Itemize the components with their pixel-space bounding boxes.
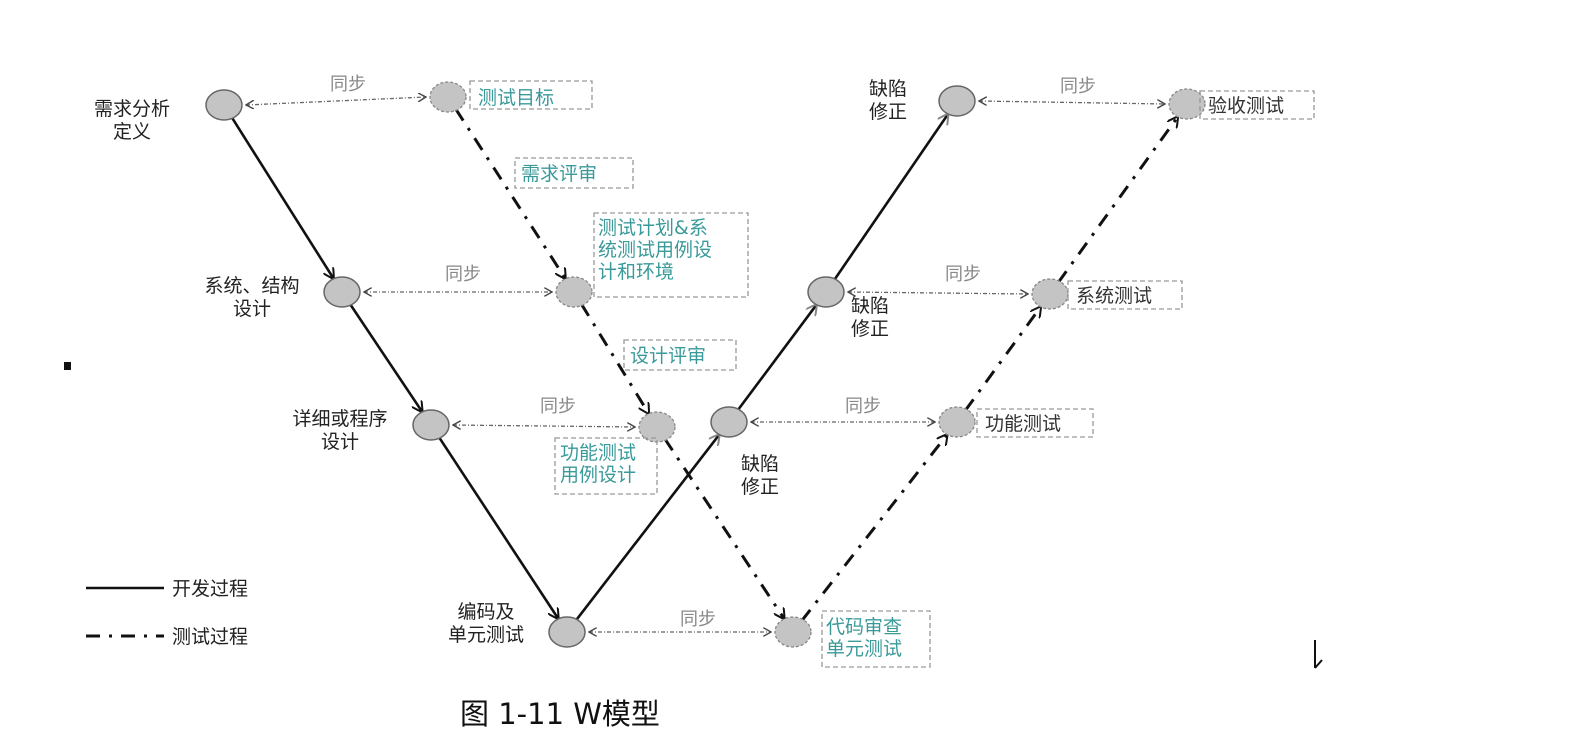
sync-label: 同步 — [540, 396, 576, 417]
dev-process-edge — [574, 435, 720, 622]
sync-label: 同步 — [330, 74, 366, 95]
dev-node-label-line: 编码及 — [457, 601, 514, 623]
dev-process-edge — [437, 435, 559, 619]
dev-node-label: 缺陷修正 — [869, 78, 907, 123]
sync-arrow — [453, 425, 635, 427]
test-node-label: 功能测试 — [985, 413, 1061, 435]
dev-node-label-line: 单元测试 — [448, 624, 524, 646]
return-mark — [1314, 640, 1323, 669]
dev-node-label-line: 缺陷 — [851, 295, 889, 317]
sync-label: 同步 — [1060, 76, 1096, 97]
test-process-edge — [580, 303, 648, 413]
review-label-line: 设计评审 — [630, 345, 706, 367]
review-label: 设计评审 — [630, 345, 706, 367]
legend: 开发过程 测试过程 — [86, 578, 248, 648]
review-label-line: 需求评审 — [521, 163, 597, 185]
figure-caption: 图 1-11 W模型 — [460, 697, 660, 731]
dev-node-label-line: 缺陷 — [869, 78, 907, 100]
label-box — [469, 80, 593, 110]
test-process-edge — [663, 437, 784, 619]
test-node-label-line: 代码审查 — [826, 616, 902, 638]
legend-dev-label: 开发过程 — [172, 578, 248, 600]
test-node-label: 功能测试用例设计 — [560, 442, 636, 486]
sync-arrow — [848, 292, 1028, 294]
review-label: 需求评审 — [521, 163, 597, 185]
legend-test-label: 测试过程 — [172, 626, 248, 648]
dev-node-label-line: 定义 — [113, 121, 151, 143]
test-node-label-line: 测试目标 — [478, 87, 554, 109]
test-node-label-line: 计和环境 — [598, 261, 674, 283]
dev-node — [710, 406, 748, 438]
bullet-mark — [64, 362, 71, 370]
dev-node-label-line: 修正 — [851, 318, 889, 340]
test-node — [429, 81, 467, 113]
test-process-edge — [800, 435, 948, 622]
dev-node — [412, 409, 450, 441]
test-process-edge — [1056, 117, 1177, 284]
dev-node — [938, 85, 976, 117]
test-node — [938, 406, 976, 438]
dev-node-label-line: 设计 — [321, 431, 359, 453]
test-node-label: 测试目标 — [478, 87, 554, 109]
dev-node-label: 系统、结构设计 — [204, 275, 299, 320]
test-node-label-line: 功能测试 — [985, 413, 1061, 435]
dev-process-edge — [832, 114, 948, 282]
dev-node — [548, 616, 586, 648]
sync-label: 同步 — [945, 264, 981, 285]
test-node — [1168, 88, 1206, 120]
label-box — [623, 339, 737, 371]
test-node-label: 系统测试 — [1076, 285, 1152, 307]
test-node-label: 测试计划&系统测试用例设计和环境 — [598, 217, 712, 283]
dev-node-label-line: 系统、结构 — [204, 275, 299, 297]
test-node — [774, 616, 812, 648]
label-box — [1067, 280, 1183, 310]
test-node-label-line: 测试计划&系 — [598, 217, 708, 239]
test-node-label-line: 统测试用例设 — [598, 239, 712, 261]
label-box — [514, 157, 634, 189]
dev-node-label-line: 详细或程序 — [292, 408, 387, 430]
test-node-label: 代码审查单元测试 — [826, 616, 902, 660]
test-node-label-line: 系统测试 — [1076, 285, 1152, 307]
test-node — [1031, 278, 1069, 310]
label-box — [554, 437, 658, 495]
dev-node-label: 详细或程序设计 — [292, 408, 387, 453]
dev-node-label-line: 修正 — [869, 101, 907, 123]
dev-node-label: 缺陷修正 — [851, 295, 889, 340]
dev-node — [807, 276, 845, 308]
dev-node-label-line: 缺陷 — [741, 453, 779, 475]
label-box — [1199, 90, 1315, 120]
test-node-label-line: 用例设计 — [560, 464, 636, 486]
dev-node-label-line: 需求分析 — [94, 98, 170, 120]
sync-label: 同步 — [680, 609, 716, 630]
sync-label: 同步 — [845, 396, 881, 417]
sync-arrow — [246, 97, 426, 105]
test-process-edge — [964, 307, 1040, 412]
sync-arrow — [979, 101, 1165, 104]
dev-node-label-line: 修正 — [741, 476, 779, 498]
test-node-label-line: 功能测试 — [560, 442, 636, 464]
test-node-label-line: 单元测试 — [826, 638, 902, 660]
test-node-label: 验收测试 — [1208, 95, 1284, 117]
label-box — [821, 610, 931, 668]
dev-node-label: 缺陷修正 — [741, 453, 779, 498]
label-box — [976, 408, 1094, 438]
dev-process-edge — [230, 116, 333, 279]
dev-process-edge — [736, 305, 816, 412]
label-box — [593, 212, 749, 298]
dev-process-edge — [348, 302, 422, 412]
dev-node-label: 编码及单元测试 — [448, 601, 524, 646]
dev-node — [205, 89, 243, 121]
sync-label: 同步 — [445, 264, 481, 285]
dev-node — [323, 276, 361, 308]
test-node — [555, 276, 593, 308]
test-process-edge — [454, 107, 566, 279]
test-node-label-line: 验收测试 — [1208, 95, 1284, 117]
dev-node-label-line: 设计 — [233, 298, 271, 320]
dev-node-label: 需求分析定义 — [94, 98, 170, 143]
